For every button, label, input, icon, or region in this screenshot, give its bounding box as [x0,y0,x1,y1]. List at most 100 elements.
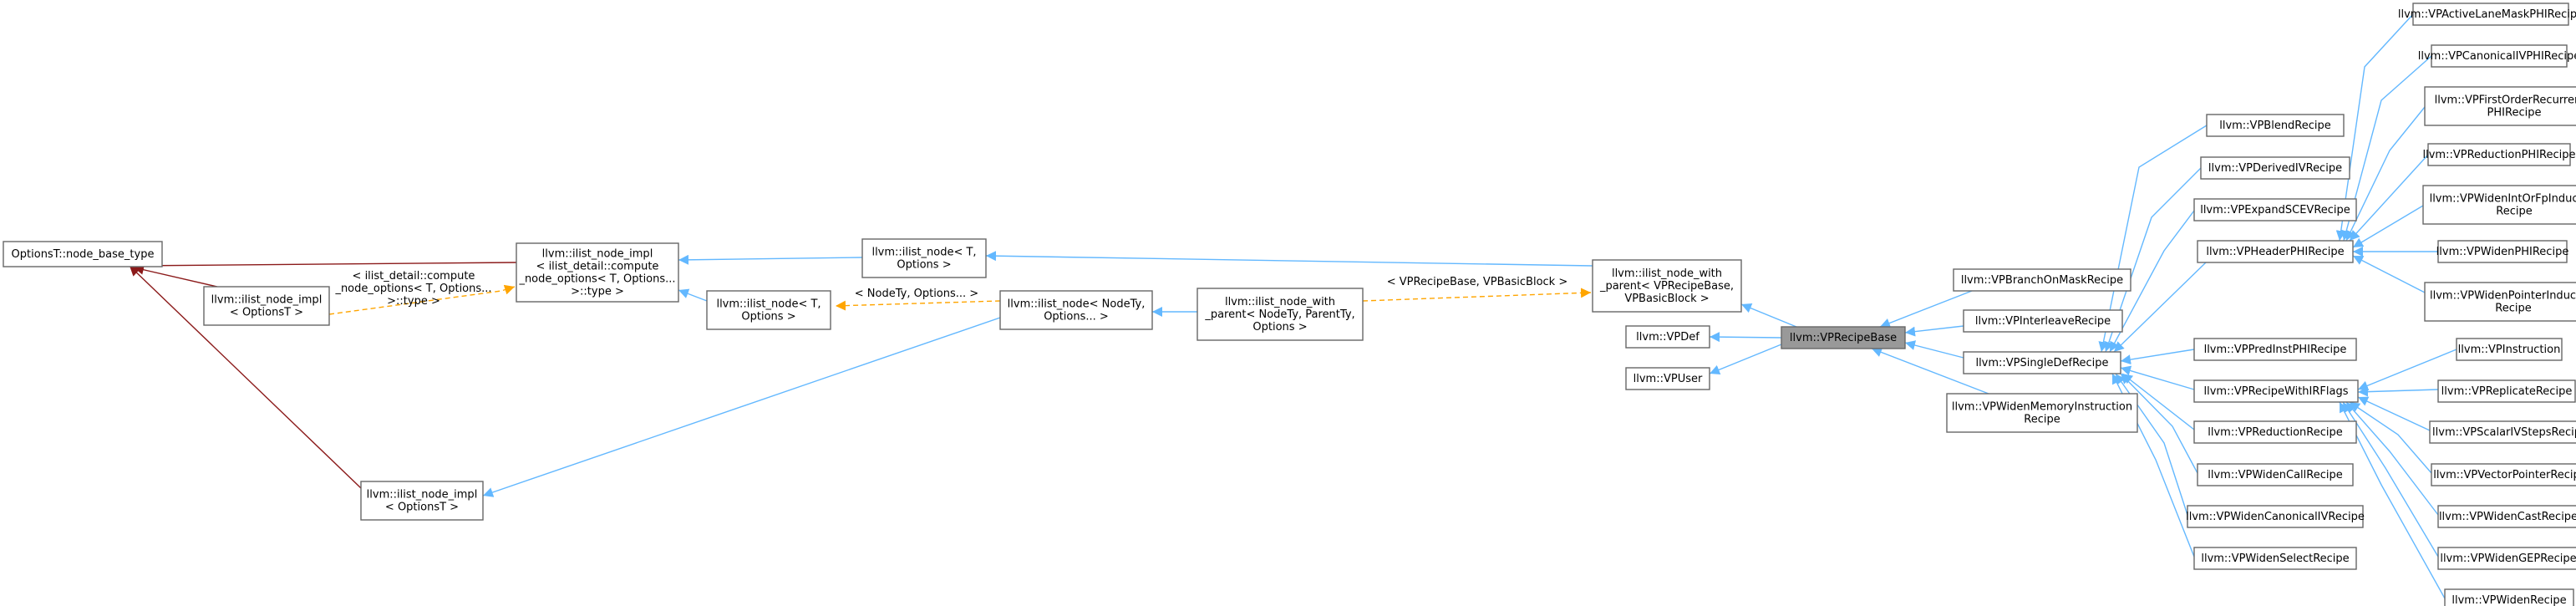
class-node-wcanon[interactable]: llvm::VPWidenCanonicalIVRecipe [2186,505,2365,528]
class-node-wp1[interactable]: llvm::ilist_node_with_parent< NodeTy, Pa… [1197,288,1364,341]
class-node-box [2437,505,2576,528]
class-node-impl2[interactable]: llvm::ilist_node_impl< ilist_detail::com… [516,242,679,303]
edge-wp2-to-node1 [985,251,1593,267]
class-node-label: llvm::ilist_node_with [1612,267,1722,280]
class-node-label: Recipe [2495,303,2531,315]
class-node-label: llvm::VPWidenPointerInduction [2430,290,2576,303]
class-node-node3[interactable]: llvm::ilist_node< NodeTy,Options... > [999,290,1153,330]
edge-instr-to-irflags [2357,349,2457,391]
class-node-box [2429,420,2576,444]
class-node-box [2193,198,2357,222]
class-node-wcall[interactable]: llvm::VPWidenCallRecipe [2197,463,2354,486]
class-node-label: llvm::ilist_node< T, [716,298,821,311]
class-node-box [1963,309,2123,333]
class-node-vpdef[interactable]: llvm::VPDef [1625,325,1710,349]
class-node-label: llvm::ilist_node< NodeTy, [1008,298,1146,311]
class-node-box [1953,268,2131,292]
class-node-box [2427,143,2571,166]
class-node-label: llvm::VPRecipeBase [1790,332,1897,344]
class-node-repl[interactable]: llvm::VPReplicateRecipe [2437,379,2576,403]
class-node-interleave[interactable]: llvm::VPInterleaveRecipe [1963,309,2123,333]
class-node-wphi[interactable]: llvm::VPWidenPHIRecipe [2436,240,2569,263]
class-node-label: llvm::VPExpandSCEVRecipe [2200,204,2350,216]
class-node-wint[interactable]: llvm::VPWidenIntOrFpInductionRecipe [2422,185,2576,225]
class-node-wp2[interactable]: llvm::ilist_node_with_parent< VPRecipeBa… [1592,259,1742,313]
class-node-node1[interactable]: llvm::ilist_node< T,Options > [861,238,987,278]
class-node-box [2444,588,2574,606]
edge-wgep-to-irflags [2342,401,2439,558]
class-node-label: llvm::VPWidenRecipe [2452,594,2566,606]
class-node-box [3,241,163,267]
class-node-single[interactable]: llvm::VPSingleDefRecipe [1963,351,2121,374]
class-node-label: llvm::VPHeaderPHIRecipe [2206,246,2344,258]
class-node-box [1592,259,1742,313]
nodes-layer: OptionsT::node_base_typellvm::ilist_node… [3,3,2576,606]
class-node-box [2431,463,2576,486]
class-node-box [861,238,987,278]
class-node-label: PHIRecipe [2487,107,2542,120]
edge-wint-to-header [2352,205,2424,248]
class-node-label: llvm::VPActiveLaneMaskPHIRecipe [2398,8,2576,21]
class-node-widen[interactable]: llvm::VPWidenRecipe [2444,588,2574,606]
class-node-label: llvm::VPInstruction [2458,344,2561,356]
class-node-label: _parent< VPRecipeBase, [1599,280,1734,293]
class-node-label: llvm::VPWidenCallRecipe [2208,469,2342,481]
class-node-reduction[interactable]: llvm::VPReductionRecipe [2193,420,2357,444]
class-node-label: llvm::VPSingleDefRecipe [1975,357,2108,369]
class-node-pred[interactable]: llvm::VPPredInstPHIRecipe [2193,338,2357,361]
class-node-wgep[interactable]: llvm::VPWidenGEPRecipe [2437,547,2576,570]
class-node-box [1197,288,1364,341]
class-node-box [2422,185,2576,225]
class-node-vecptr[interactable]: llvm::VPVectorPointerRecipe [2431,463,2576,486]
edge-derived-to-single [2104,167,2202,353]
class-node-wcast[interactable]: llvm::VPWidenCastRecipe [2437,505,2576,528]
class-node-label: llvm::VPBranchOnMaskRecipe [1961,274,2123,287]
edge-branch-to-rb [1879,290,1973,328]
class-node-alm[interactable]: llvm::VPActiveLaneMaskPHIRecipe [2398,3,2576,26]
class-node-label: llvm::ilist_node< T, [871,247,976,259]
class-node-label: llvm::VPPredInstPHIRecipe [2204,344,2347,356]
class-node-wptr[interactable]: llvm::VPWidenPointerInductionRecipe [2424,282,2576,322]
class-node-vpuser[interactable]: llvm::VPUser [1625,367,1710,390]
class-node-box [2412,3,2569,26]
class-node-scalar[interactable]: llvm::VPScalarIVStepsRecipe [2429,420,2576,444]
class-node-box [1625,367,1710,390]
class-node-box [1946,393,2138,433]
class-node-label: llvm::ilist_node_impl [211,294,323,307]
class-node-redphi[interactable]: llvm::VPReductionPHIRecipe [2423,143,2576,166]
class-node-label: Options > [897,259,951,272]
class-node-wselect[interactable]: llvm::VPWidenSelectRecipe [2193,547,2357,570]
edges-layer: < ilist_detail::compute_node_options< T,… [129,13,2457,599]
class-node-label: llvm::VPWidenGEPRecipe [2440,553,2576,565]
edge-scalar-to-irflags [2357,396,2431,431]
class-node-node2[interactable]: llvm::ilist_node< T,Options > [706,290,831,330]
edge-wmem-to-rb [1871,347,1989,395]
edge-expand-to-single [2109,210,2195,353]
class-node-label: llvm::VPWidenMemoryInstruction [1952,401,2132,414]
class-node-impl1[interactable]: llvm::ilist_node_impl< OptionsT > [203,286,330,326]
class-node-canon[interactable]: llvm::VPCanonicalIVPHIRecipe [2418,44,2576,68]
edge-impl1-to-base [133,264,218,288]
class-node-label: Options... > [1044,311,1109,323]
class-node-impl3[interactable]: llvm::ilist_node_impl< OptionsT > [360,481,484,521]
edge-label: < ilist_detail::compute_node_options< T,… [334,270,491,308]
class-node-instr[interactable]: llvm::VPInstruction [2456,338,2563,361]
class-node-box [2193,420,2357,444]
edge-rb-to-vpuser [1709,344,1782,375]
class-node-label: llvm::VPDef [1636,331,1700,344]
class-node-label: Recipe [2496,206,2532,218]
class-node-base[interactable]: OptionsT::node_base_type [3,241,163,267]
class-node-derived[interactable]: llvm::VPDerivedIVRecipe [2200,156,2350,180]
class-node-box [2424,86,2576,126]
class-node-branch[interactable]: llvm::VPBranchOnMaskRecipe [1953,268,2131,292]
class-node-blend[interactable]: llvm::VPBlendRecipe [2206,114,2345,137]
class-node-label: _node_options< T, Options... [518,273,675,286]
class-node-label: _parent< NodeTy, ParentTy, [1204,308,1354,321]
class-node-irflags[interactable]: llvm::VPRecipeWithIRFlags [2193,379,2359,403]
class-node-first[interactable]: llvm::VPFirstOrderRecurrencePHIRecipe [2424,86,2576,126]
class-node-label: llvm::ilist_node_with [1225,296,1335,308]
class-node-box [2197,463,2354,486]
class-node-header[interactable]: llvm::VPHeaderPHIRecipe [2197,240,2354,263]
class-node-expand[interactable]: llvm::VPExpandSCEVRecipe [2193,198,2357,222]
